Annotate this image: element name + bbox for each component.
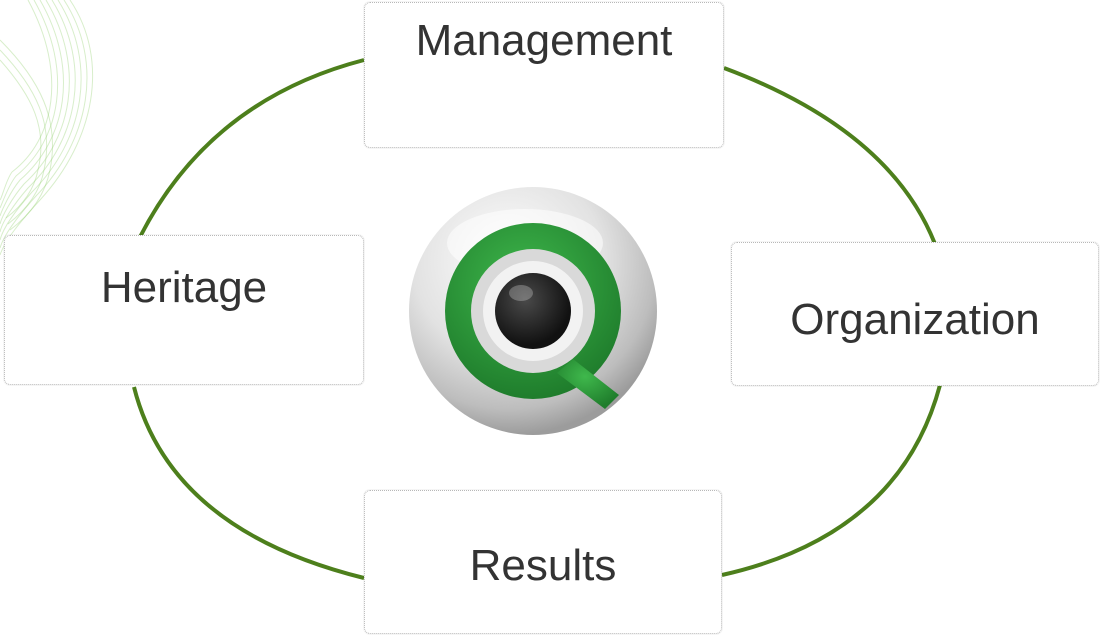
node-results: Results xyxy=(364,490,722,634)
node-management: Management xyxy=(364,2,724,148)
arc-left-top xyxy=(138,58,365,238)
qlik-q-logo-icon xyxy=(409,187,657,435)
node-management-label: Management xyxy=(415,16,673,65)
arc-right-bottom xyxy=(721,384,942,577)
node-results-label: Results xyxy=(469,541,617,590)
arc-bottom-left xyxy=(132,386,365,580)
green-swirl-icon xyxy=(0,0,94,256)
node-organization: Organization xyxy=(731,242,1099,386)
arc-top-right xyxy=(723,66,937,245)
node-organization-label: Organization xyxy=(790,295,1040,344)
node-heritage-label: Heritage xyxy=(100,263,268,312)
node-heritage: Heritage xyxy=(4,235,364,385)
